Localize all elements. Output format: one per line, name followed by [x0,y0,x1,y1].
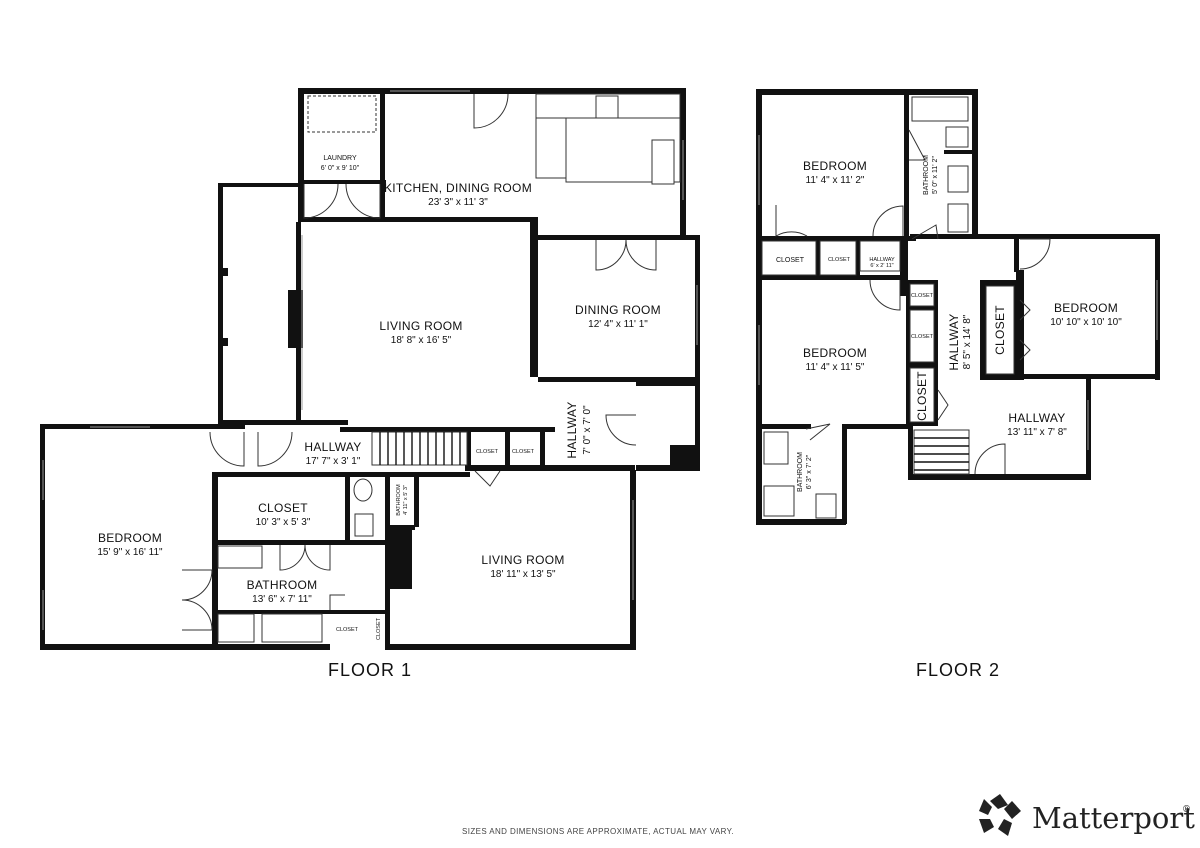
room-dims-living-room-2: 18' 11" x 13' 5" [490,569,556,580]
floor-2-fixtures [763,96,970,519]
room-name-closet: CLOSET [258,501,308,515]
room-name-kitchen-dining: KITCHEN, DINING ROOM [384,181,532,195]
room-dims-bedroom-1: 15' 9" x 16' 11" [97,547,163,558]
room-name-hallway-2b: HALLWAY [947,313,961,370]
room-dims-dining-room: 12' 4" x 11' 1" [588,319,648,330]
floor-2-closets [761,240,1015,423]
room-dims-bathroom-small: 4' 11" x 5' 3" [403,485,409,515]
room-dims-bedroom-2c: 11' 4" x 11' 5" [806,362,865,373]
room-dims-laundry: 6' 0" x 9' 10" [321,165,360,172]
floor-1-room-labels: LAUNDRY 6' 0" x 9' 10" KITCHEN, DINING R… [97,155,661,640]
floor-1-fixtures [217,93,681,643]
closet-label: CLOSET [512,449,535,455]
floor-2-windows [758,135,1158,450]
brand-name: Matterport [1032,801,1195,835]
closet-label: CLOSET [911,293,934,299]
room-name-living-room-1: LIVING ROOM [379,319,462,333]
disclaimer: SIZES AND DIMENSIONS ARE APPROXIMATE, AC… [462,827,734,836]
floor-1-stairs [371,431,468,466]
floor-2-label: FLOOR 2 [916,660,1000,680]
room-dims-hallway-2: 17' 7" x 3' 1" [306,456,361,467]
room-dims-bedroom-2a: 11' 4" x 11' 2" [806,175,865,186]
floor-1-doors [181,93,657,631]
closet-label: CLOSET [476,449,499,455]
room-name-laundry: LAUNDRY [323,155,357,162]
room-dims-bedroom-2b: 10' 10" x 10' 10" [1050,317,1122,328]
floor-1-windows [42,90,698,630]
room-name-bathroom-2a: BATHROOM [923,155,930,195]
room-name-bedroom-2b: BEDROOM [1054,301,1118,315]
room-name-hallway-2a: HALLWAY [869,257,895,263]
closet-label: CLOSET [828,257,851,263]
room-name-hallway-2: HALLWAY [304,440,361,454]
brand-logo: Matterport ® [979,794,1195,836]
room-name-dining-room: DINING ROOM [575,303,661,317]
room-dims-kitchen-dining: 23' 3" x 11' 3" [428,197,488,208]
floor-2-stairs [913,429,970,475]
room-name-bathroom-small: BATHROOM [396,484,402,516]
matterport-cube-icon [979,794,1021,836]
room-dims-hallway-2b: 8' 5" x 14' 8" [962,314,973,369]
closet-label: CLOSET [993,305,1007,355]
room-name-bedroom-1: BEDROOM [98,531,162,545]
room-dims-hallway-2a: 6' x 2' 11" [870,263,893,269]
room-name-hallway-2c: HALLWAY [1008,411,1065,425]
room-dims-living-room-1: 18' 8" x 16' 5" [391,335,452,346]
room-name-bathroom-1: BATHROOM [247,578,318,592]
room-dims-bathroom-2b: 6' 3" x 7' 2" [806,454,813,489]
room-name-living-room-2: LIVING ROOM [481,553,564,567]
room-dims-hallway-1: 7' 0" x 7' 0" [582,405,593,455]
room-name-bedroom-2c: BEDROOM [803,346,867,360]
floor-1-label: FLOOR 1 [328,660,412,680]
closet-label: CLOSET [915,371,929,421]
room-dims-bathroom-1: 13' 6" x 7' 11" [252,594,312,605]
floor-2-room-labels: BEDROOM 11' 4" x 11' 2" BATHROOM 5' 0" x… [776,155,1122,492]
room-dims-hallway-2c: 13' 11" x 7' 8" [1007,427,1067,438]
closet-label: CLOSET [911,334,934,340]
room-dims-bathroom-2a: 5' 0" x 11' 2" [932,156,939,194]
brand-registered-mark: ® [1182,805,1191,815]
closet-label: CLOSET [376,617,382,640]
closet-label: CLOSET [776,257,805,264]
room-name-bathroom-2b: BATHROOM [797,452,804,492]
floor-2-doors [775,129,1051,475]
closet-label: CLOSET [336,627,359,633]
floor-1-plan: LAUNDRY 6' 0" x 9' 10" KITCHEN, DINING R… [40,88,700,680]
room-name-bedroom-2a: BEDROOM [803,159,867,173]
room-dims-closet: 10' 3" x 5' 3" [256,517,311,528]
floor-2-plan: BEDROOM 11' 4" x 11' 2" BATHROOM 5' 0" x… [756,89,1160,680]
room-name-hallway-1: HALLWAY [565,401,579,458]
